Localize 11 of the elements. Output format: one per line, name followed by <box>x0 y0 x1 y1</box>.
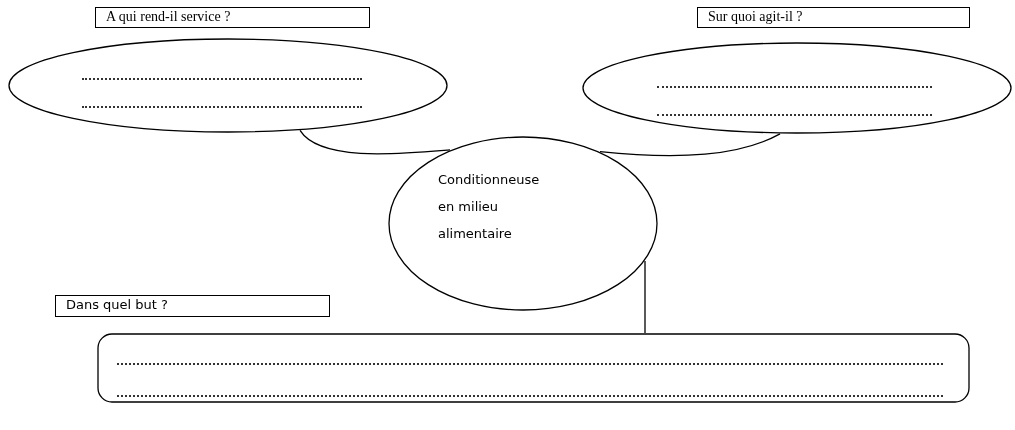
connector-line <box>644 260 646 334</box>
question-label: A qui rend-il service ? <box>95 7 370 28</box>
answer-ellipse <box>582 42 1012 134</box>
connector-line <box>299 129 451 155</box>
question-label: Sur quoi agit-il ? <box>697 7 970 28</box>
product-name: Conditionneuse en milieu alimentaire <box>438 171 541 243</box>
answer-box <box>97 333 970 403</box>
connector-line <box>599 133 781 157</box>
product-ellipse <box>388 136 658 311</box>
question-label: Dans quel but ? <box>55 295 330 317</box>
answer-ellipse <box>8 38 448 133</box>
